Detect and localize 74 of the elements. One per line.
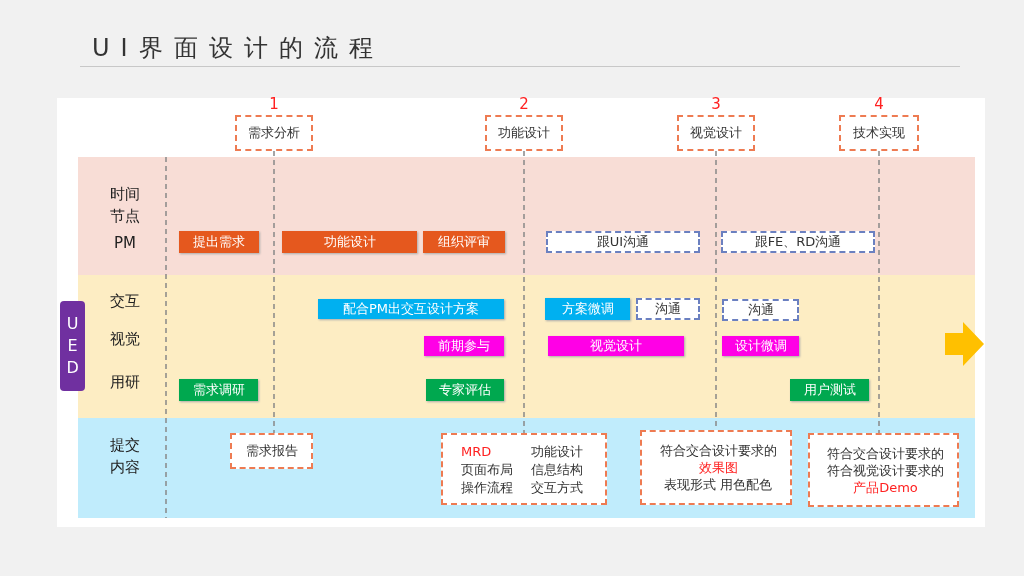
task-bar	[426, 379, 504, 401]
connector-line	[273, 150, 275, 434]
task-label: 功能设计	[323, 233, 376, 251]
deliverable-text: 信息结构	[531, 461, 584, 478]
task-bar	[548, 336, 684, 356]
connector-line	[878, 150, 880, 434]
deliverable-text: 效果图	[697, 459, 739, 476]
task-bar	[790, 379, 869, 401]
task-label: 需求报告	[245, 442, 298, 460]
lane-label: 时间节点	[109, 184, 141, 227]
deliverable-text: 操作流程	[461, 479, 514, 496]
swimlane-band	[78, 418, 975, 518]
task-label: 专家评估	[439, 381, 491, 399]
phase-number: 3	[710, 96, 722, 113]
phase-number: 1	[268, 96, 280, 113]
phase-number: 4	[873, 96, 885, 113]
task-label: 用户测试	[803, 381, 856, 399]
task-label: 视觉设计	[590, 337, 642, 355]
phase-label: 功能设计	[498, 124, 550, 142]
deliverable-text: 产品Demo	[852, 479, 919, 496]
phase-label: 技术实现	[853, 124, 905, 142]
task-bar	[318, 299, 504, 319]
lane-label: PM	[113, 234, 137, 252]
deliverable-text: 符合视觉设计要求的	[826, 462, 945, 479]
task-label: 提出需求	[193, 233, 245, 251]
swimlane-band	[78, 157, 975, 275]
communication-box	[546, 231, 700, 253]
phase-box	[839, 115, 919, 151]
task-label: 跟FE、RD沟通	[754, 233, 842, 251]
task-label: 沟通	[655, 300, 681, 318]
task-bar	[423, 231, 505, 253]
deliverable-text: 符合交合设计要求的	[826, 445, 945, 462]
lane-label: 提交内容	[109, 435, 141, 478]
lane-label: 视觉	[109, 330, 141, 349]
team-tag	[60, 301, 85, 391]
lane-label: 用研	[109, 373, 141, 392]
task-bar	[179, 231, 259, 253]
phase-label: 视觉设计	[690, 124, 742, 142]
task-bar	[424, 336, 504, 356]
phase-number: 2	[518, 96, 530, 113]
communication-box	[721, 231, 875, 253]
phase-box	[235, 115, 313, 151]
communication-box	[722, 299, 799, 321]
task-label: 组织评审	[438, 233, 490, 251]
communication-box	[636, 298, 700, 320]
task-label: 设计微调	[734, 337, 787, 355]
phase-label: 需求分析	[248, 124, 300, 142]
deliverable-text: 功能设计	[531, 443, 584, 460]
deliverable-box	[441, 433, 607, 505]
slide-title: UI界面设计的流程	[92, 33, 384, 64]
connector-line	[523, 150, 525, 434]
task-label: 跟UI沟通	[596, 233, 650, 251]
swimlane-band	[78, 275, 975, 418]
task-bar	[179, 379, 258, 401]
team-label: UED	[66, 313, 79, 379]
task-label: 方案微调	[561, 300, 614, 318]
deliverable-text: 表现形式 用色配色	[662, 476, 774, 493]
deliverable-text: 符合交合设计要求的	[658, 442, 778, 459]
deliverable-box	[808, 433, 959, 507]
task-label: 前期参与	[438, 337, 490, 355]
deliverable-text: 交互方式	[531, 479, 584, 496]
deliverable-text: MRD	[461, 443, 493, 460]
task-bar	[545, 298, 630, 320]
task-bar	[722, 336, 799, 356]
task-label: 需求调研	[192, 381, 245, 399]
task-label: 配合PM出交互设计方案	[342, 300, 480, 318]
task-label: 沟通	[747, 301, 774, 319]
phase-box	[485, 115, 563, 151]
deliverable-box	[640, 430, 792, 505]
task-bar	[282, 231, 417, 253]
phase-box	[677, 115, 755, 151]
deliverable-box	[230, 433, 313, 469]
deliverable-text: 页面布局	[461, 461, 514, 478]
lane-label: 交互	[109, 292, 141, 311]
